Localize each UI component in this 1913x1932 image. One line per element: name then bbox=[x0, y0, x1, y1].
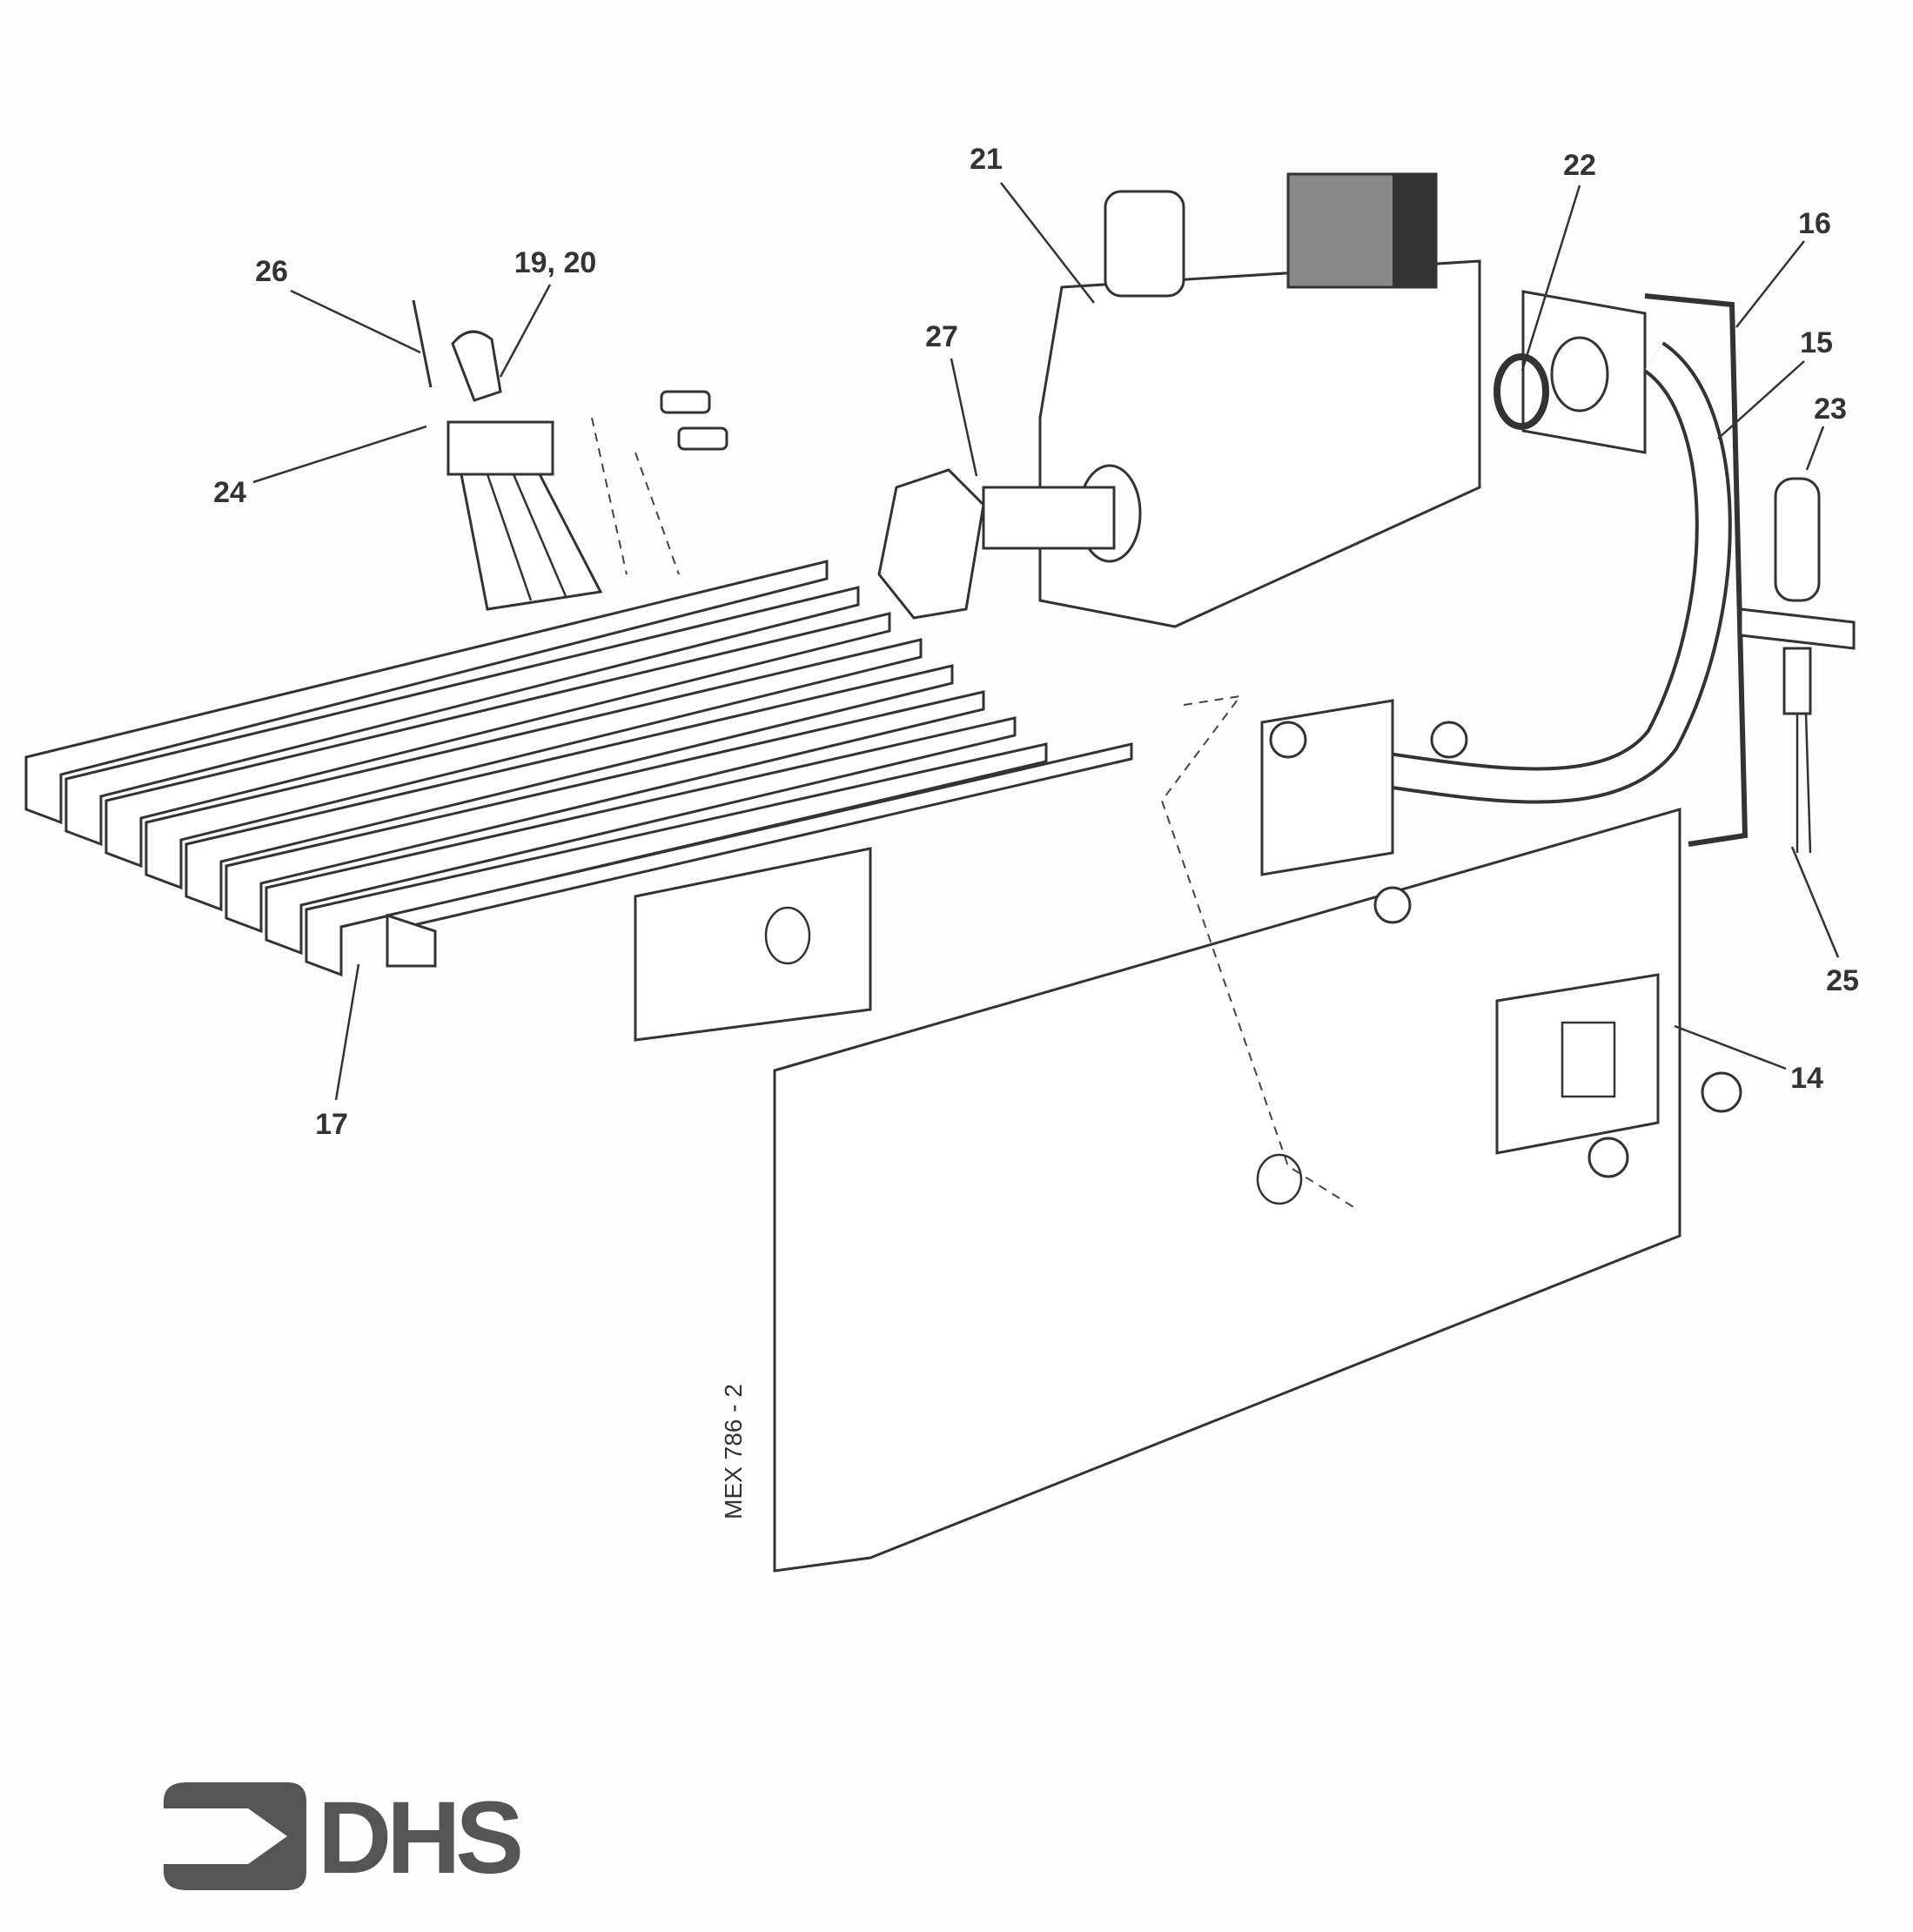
callout-24: 24 bbox=[213, 476, 246, 509]
pilot-assembly bbox=[412, 299, 728, 611]
logo-text: DHS bbox=[318, 1781, 520, 1895]
front-panel bbox=[773, 694, 1742, 1573]
callout-27: 27 bbox=[925, 320, 958, 353]
callout-19-20: 19, 20 bbox=[514, 246, 597, 279]
arrow-logo-icon bbox=[164, 1782, 306, 1890]
burner-bar bbox=[24, 560, 829, 825]
burner-bar bbox=[265, 716, 1017, 956]
dhs-logo: DHS bbox=[164, 1781, 526, 1895]
burner-bar bbox=[225, 690, 985, 934]
burner-bar bbox=[104, 612, 891, 869]
callout-15: 15 bbox=[1800, 326, 1833, 359]
burner-bar bbox=[185, 664, 954, 912]
burner-bar bbox=[64, 586, 860, 847]
gas-valve bbox=[877, 172, 1481, 628]
callout-leaders bbox=[252, 182, 1840, 1101]
flange-and-pipe bbox=[1355, 290, 1749, 847]
callout-16: 16 bbox=[1798, 207, 1831, 240]
callout-22: 22 bbox=[1563, 149, 1596, 182]
callout-25: 25 bbox=[1826, 964, 1859, 997]
callout-14: 14 bbox=[1790, 1062, 1823, 1095]
drawing-code: MEX 786 - 2 bbox=[720, 1384, 747, 1519]
thermocouple bbox=[1739, 477, 1856, 854]
burner-bar bbox=[144, 638, 923, 890]
callout-17: 17 bbox=[315, 1108, 348, 1141]
callout-26: 26 bbox=[255, 255, 288, 288]
burner-bar bbox=[305, 742, 1048, 977]
burner-assembly bbox=[24, 560, 1133, 1042]
callout-21: 21 bbox=[970, 143, 1003, 176]
callout-23: 23 bbox=[1814, 392, 1847, 426]
